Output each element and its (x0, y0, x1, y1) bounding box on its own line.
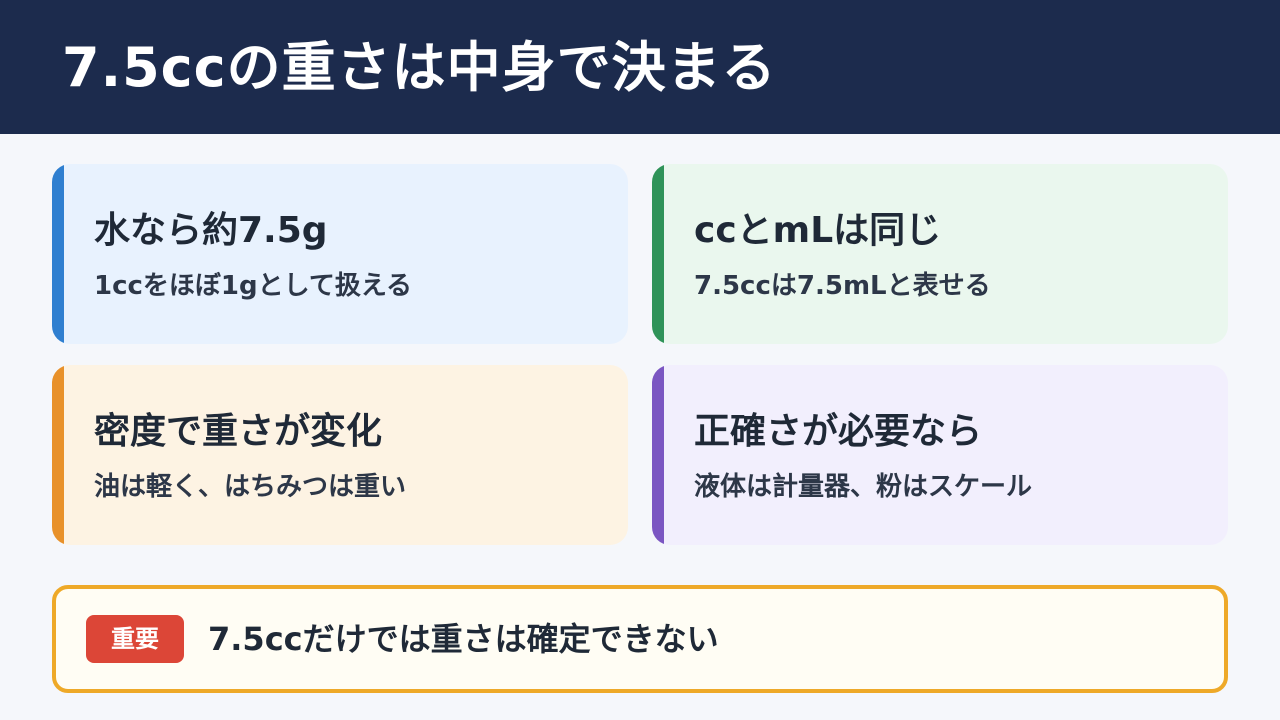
card-accent-bar (652, 164, 664, 344)
card-unit-equivalence: ccとmLは同じ 7.5ccは7.5mLと表せる (652, 164, 1228, 344)
card-accuracy: 正確さが必要なら 液体は計量器、粉はスケール (652, 365, 1228, 545)
page-title: 7.5ccの重さは中身で決まる (62, 36, 777, 99)
card-accent-bar (52, 164, 64, 344)
header-banner: 7.5ccの重さは中身で決まる (0, 0, 1280, 134)
card-density: 密度で重さが変化 油は軽く、はちみつは重い (52, 365, 628, 545)
note-text: 7.5ccだけでは重さは確定できない (208, 620, 719, 658)
card-title: 密度で重さが変化 (94, 411, 383, 452)
card-text: 7.5ccは7.5mLと表せる (694, 271, 991, 301)
card-text: 液体は計量器、粉はスケール (694, 472, 1033, 502)
card-text: 油は軽く、はちみつは重い (94, 472, 407, 502)
card-water-weight: 水なら約7.5g 1ccをほぼ1gとして扱える (52, 164, 628, 344)
card-title: 水なら約7.5g (94, 210, 328, 251)
card-accent-bar (652, 365, 664, 545)
important-note: 重要 7.5ccだけでは重さは確定できない (52, 585, 1228, 693)
card-title: 正確さが必要なら (694, 411, 983, 452)
card-accent-bar (52, 365, 64, 545)
important-badge: 重要 (86, 615, 184, 663)
card-title: ccとmLは同じ (694, 210, 942, 251)
card-text: 1ccをほぼ1gとして扱える (94, 271, 413, 301)
